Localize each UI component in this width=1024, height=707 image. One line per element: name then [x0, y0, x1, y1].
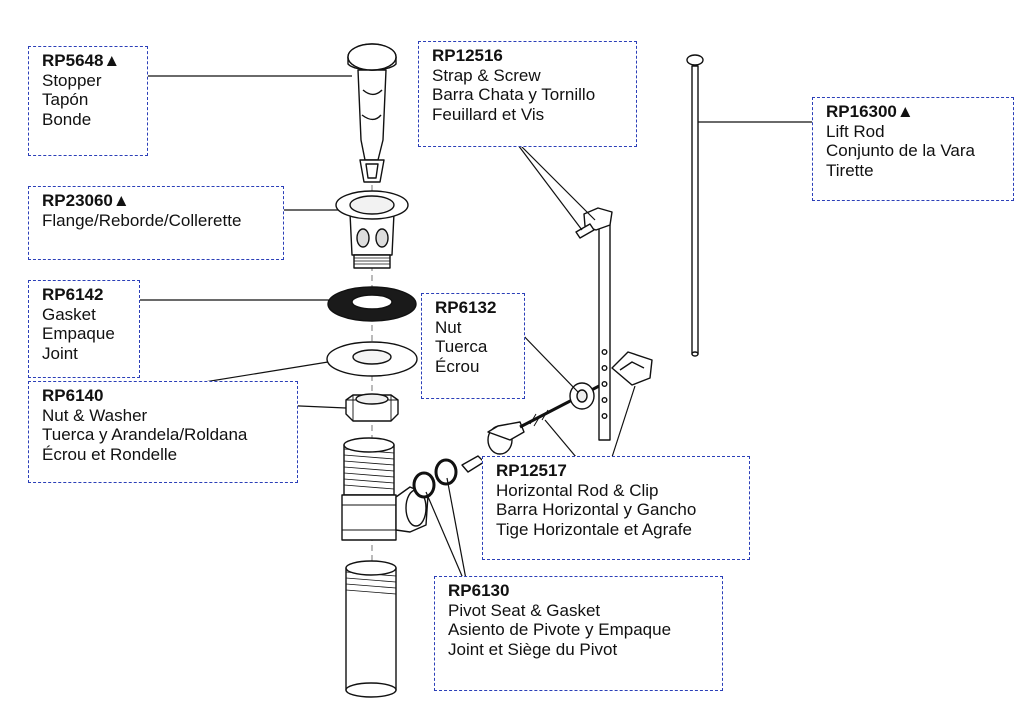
leader-rp6132	[515, 327, 579, 393]
part-name-en: Pivot Seat & Gasket	[448, 600, 601, 620]
part-code: RP12517	[496, 461, 567, 480]
part-name-en: Gasket	[42, 304, 96, 324]
part-name-en: Nut	[435, 317, 462, 337]
part-code: RP6142	[42, 285, 104, 304]
part-name-fr: Tirette	[826, 160, 874, 180]
part-name-es: Empaque	[42, 324, 115, 343]
part-name-es: Conjunto de la Vara	[826, 141, 976, 160]
callout-rp16300: RP16300▲ Lift Rod Conjunto de la Vara Ti…	[812, 97, 1014, 201]
part-code: RP6140	[42, 386, 104, 405]
part-name-fr: Écrou et Rondelle	[42, 444, 178, 464]
pivot-rings-part	[412, 458, 458, 499]
part-name: Flange/Reborde/Collerette	[42, 210, 242, 230]
part-name-fr: Joint	[42, 343, 78, 363]
part-name-en: Strap & Screw	[432, 65, 541, 85]
part-name-en: Nut & Washer	[42, 405, 148, 425]
part-name-es: Tapón	[42, 90, 89, 109]
part-name-es: Asiento de Pivote y Empaque	[448, 620, 672, 639]
callout-rp23060: RP23060▲ Flange/Reborde/Collerette	[28, 186, 284, 260]
leader-rp12516-b	[511, 136, 596, 221]
callout-rp6132: RP6132 Nut Tuerca Écrou	[421, 293, 525, 399]
callout-rp5648: RP5648▲ Stopper Tapón Bonde	[28, 46, 148, 156]
part-code: RP23060▲	[42, 191, 130, 210]
callout-rp6140: RP6140 Nut & Washer Tuerca y Arandela/Ro…	[28, 381, 298, 483]
flange-part	[335, 190, 409, 269]
gasket-part	[327, 286, 417, 322]
part-name-es: Tuerca	[435, 337, 488, 356]
leader-rp6130-b	[446, 477, 469, 591]
part-name-en: Stopper	[42, 70, 102, 90]
part-name-es: Barra Chata y Tornillo	[432, 85, 596, 104]
washer-part	[326, 341, 418, 377]
part-code: RP12516	[432, 46, 503, 65]
part-code: RP6132	[435, 298, 497, 317]
part-name-fr: Joint et Siège du Pivot	[448, 639, 618, 659]
stopper-part	[347, 43, 397, 183]
callout-rp12516: RP12516 Strap & Screw Barra Chata y Torn…	[418, 41, 637, 147]
callout-rp12517: RP12517 Horizontal Rod & Clip Barra Hori…	[482, 456, 750, 560]
callout-rp6130: RP6130 Pivot Seat & Gasket Asiento de Pi…	[434, 576, 723, 691]
leader-rp6130-a	[425, 491, 469, 591]
part-code: RP6130	[448, 581, 510, 600]
part-code: RP5648▲	[42, 51, 121, 70]
part-name-fr: Écrou	[435, 356, 480, 376]
clip-part	[611, 351, 653, 386]
callout-rp6142: RP6142 Gasket Empaque Joint	[28, 280, 140, 378]
strap-part	[575, 207, 613, 441]
lower-pipe-part	[345, 560, 397, 698]
nut-part	[345, 393, 399, 422]
leader-rp12516-a	[511, 136, 583, 231]
tailpiece-part	[341, 437, 429, 541]
lift-rod-part	[686, 54, 704, 357]
part-name-en: Lift Rod	[826, 121, 885, 141]
part-name-es: Barra Horizontal y Gancho	[496, 500, 697, 519]
part-code: RP16300▲	[826, 102, 914, 121]
part-name-fr: Feuillard et Vis	[432, 104, 545, 124]
part-name-fr: Bonde	[42, 109, 92, 129]
part-name-es: Tuerca y Arandela/Roldana	[42, 425, 248, 444]
part-name-fr: Tige Horizontale et Agrafe	[496, 519, 692, 539]
part-name-en: Horizontal Rod & Clip	[496, 480, 659, 500]
